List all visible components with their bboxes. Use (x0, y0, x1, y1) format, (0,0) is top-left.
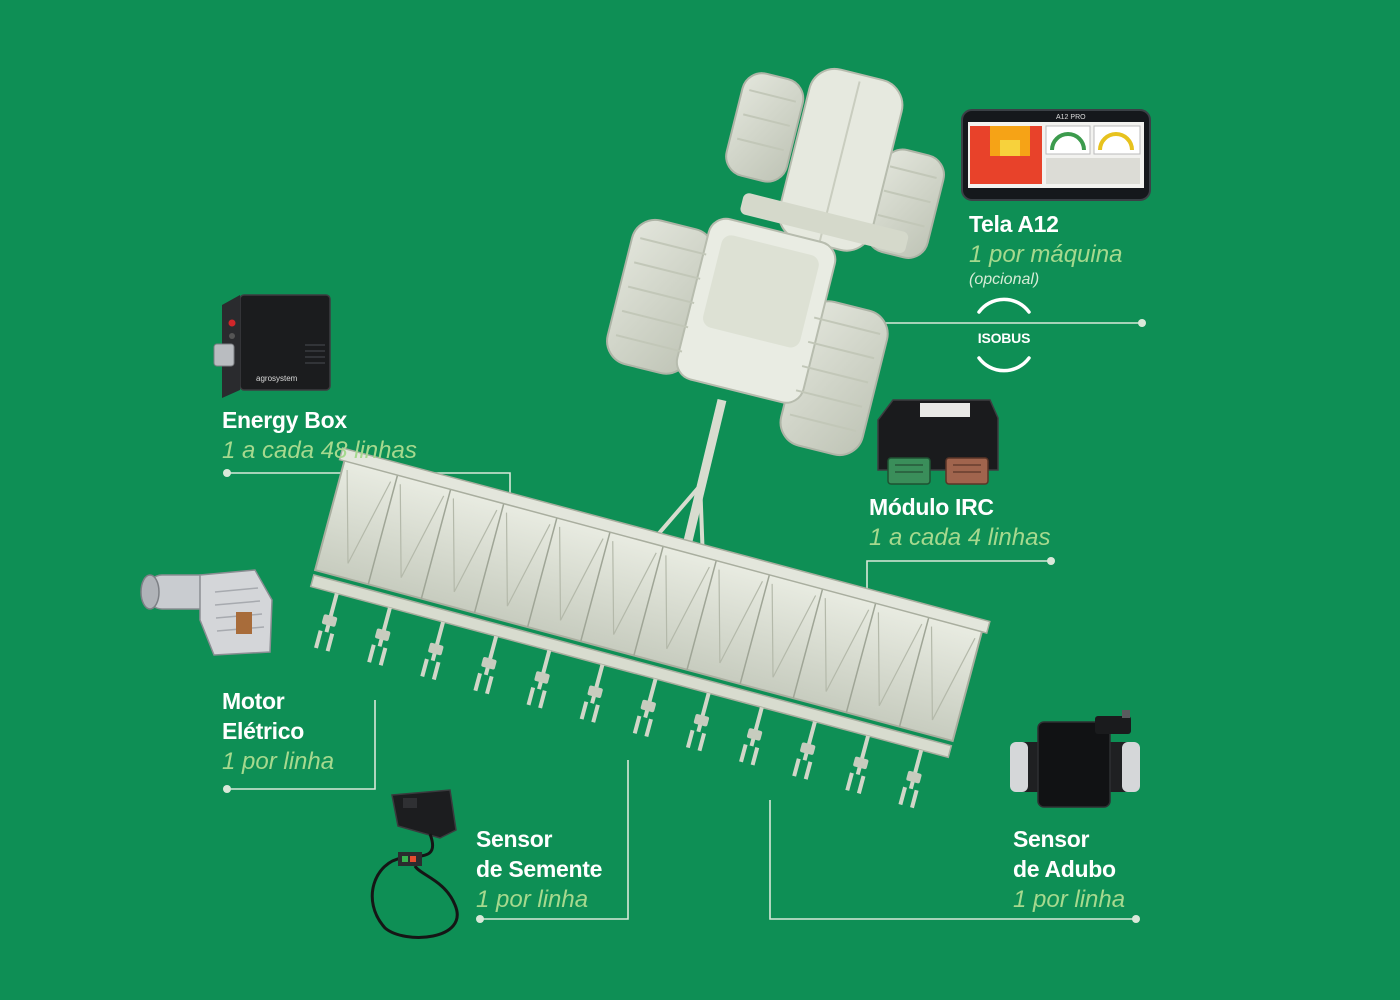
energy-box-quantity: 1 a cada 48 linhas (222, 437, 417, 464)
row-units (314, 592, 924, 809)
leader-line-sensor-adubo (769, 800, 1136, 920)
tool-bar (309, 574, 953, 759)
sensor-adubo-title-line1: Sensor (1013, 826, 1090, 852)
label-group-sensor-adubo: Sensor de Adubo 1 por linha (1013, 824, 1125, 915)
sensor-adubo-title-line2: de Adubo (1013, 856, 1116, 882)
planter-illustration (309, 447, 991, 809)
modulo-irc-title: Módulo IRC (869, 494, 994, 520)
energy-box-brand: agrosystem (256, 374, 298, 383)
leader-dot-isobus (1138, 319, 1146, 327)
sensor-semente-device (370, 789, 459, 939)
energy-box-title: Energy Box (222, 407, 347, 433)
energy-box-device: agrosystem (213, 294, 331, 398)
tractor-illustration (606, 67, 945, 457)
label-group-energy-box: Energy Box 1 a cada 48 linhas (222, 405, 417, 466)
label-group-tela-a12: Tela A12 1 por máquina (opcional) (969, 209, 1122, 290)
modulo-irc-quantity: 1 a cada 4 linhas (869, 524, 1051, 551)
label-group-motor: Motor Elétrico 1 por linha (222, 686, 334, 777)
leader-dot-sensor-semente (476, 915, 484, 923)
motor-quantity: 1 por linha (222, 748, 335, 775)
sensor-semente-title-line2: de Semente (476, 856, 603, 882)
leader-line-motor (227, 700, 376, 790)
motor-title-line1: Motor (222, 688, 285, 714)
isobus-badge (977, 297, 1031, 373)
front-left-tire (725, 72, 805, 183)
tela-a12-device: A12 PRO (961, 109, 1151, 201)
isobus-label: ISOBUS (977, 330, 1031, 346)
sensor-semente-quantity: 1 por linha (476, 886, 589, 913)
tela-a12-title: Tela A12 (969, 211, 1059, 237)
motor-title-line2: Elétrico (222, 718, 304, 744)
leader-lines (227, 322, 1142, 920)
sensor-adubo-device (1010, 710, 1140, 808)
leader-dot-motor (223, 785, 231, 793)
tela-a12-brand: A12 PRO (1056, 114, 1086, 121)
label-group-sensor-semente: Sensor de Semente 1 por linha (476, 824, 602, 915)
sensor-adubo-quantity: 1 por linha (1013, 886, 1126, 913)
tela-a12-quantity: 1 por máquina (969, 241, 1123, 268)
leader-dot-energy-box (223, 469, 231, 477)
sensor-semente-title-line1: Sensor (476, 826, 553, 852)
modulo-irc-device (877, 399, 999, 485)
label-group-modulo-irc: Módulo IRC 1 a cada 4 linhas (869, 492, 1050, 553)
motor-eletrico-device (140, 569, 273, 656)
tela-a12-note: (opcional) (969, 271, 1040, 288)
leader-dot-sensor-adubo (1132, 915, 1140, 923)
leader-line-sensor-semente (480, 760, 629, 920)
leader-dot-modulo-irc (1047, 557, 1055, 565)
leader-dots (223, 319, 1146, 923)
